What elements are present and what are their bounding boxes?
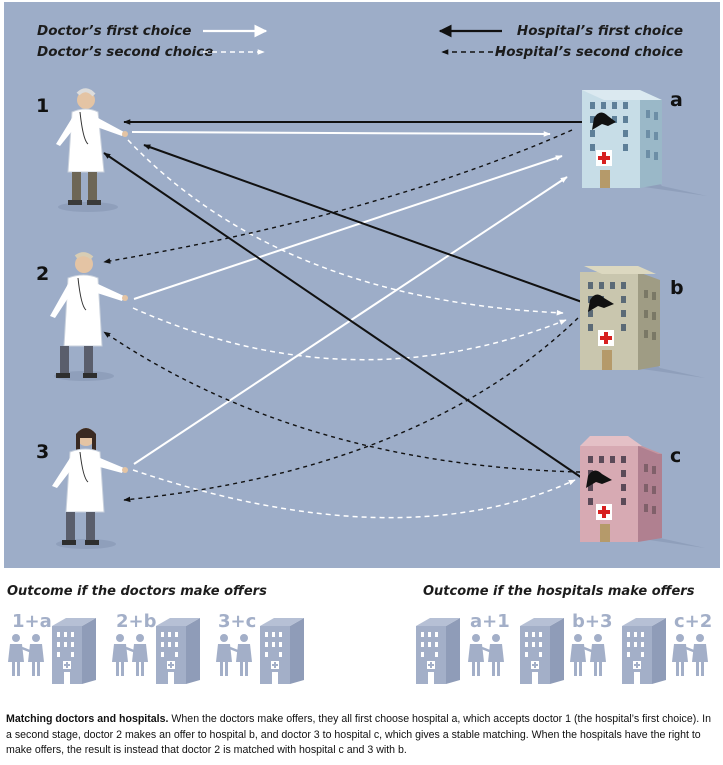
arrow-doctor2-first-choice (133, 155, 563, 300)
outcomes-panel: Outcome if the doctors make offers Outco… (6, 584, 712, 684)
doctor-figure (52, 428, 128, 549)
hospital-c-letter: c (670, 445, 681, 467)
doctor-3 (52, 428, 128, 549)
outcome-people-icon (6, 632, 46, 678)
figure-caption: Matching doctors and hospitals. When the… (6, 712, 718, 759)
arrow-doctor1-first-choice (131, 131, 551, 137)
outcome-group-doctors-1: 1+a (6, 611, 96, 684)
outcome-hospital-icon (260, 618, 304, 684)
outcome-hospital-icon (416, 618, 460, 684)
outcome-people-icon (110, 632, 150, 678)
outcome-pair-label: c+2 (674, 611, 712, 632)
arrows (103, 119, 586, 519)
arrow-hospital-c-first-choice (103, 152, 586, 481)
arrow-hospital-a-second-choice (103, 129, 573, 264)
outcome-pair-label: 1+a (12, 611, 52, 632)
arrow-doctor2-second-choice (132, 307, 567, 361)
outcome-group-hospitals-1: a+1 (416, 611, 510, 684)
doctor-2-number: 2 (36, 263, 49, 285)
outcome-hospital-icon (156, 618, 200, 684)
legend-hospital-first-label: Hospital’s first choice (517, 23, 683, 39)
outcome-group-hospitals-3: c+2 (622, 611, 712, 684)
arrow-hospital-c-second-choice (103, 331, 581, 473)
outcome-pair-label: a+1 (470, 611, 510, 632)
outcome-hospital-icon (622, 618, 666, 684)
doctor-figure (50, 252, 128, 381)
hospitals-offer-outcome-title: Outcome if the hospitals make offers (423, 584, 695, 599)
legend-hospital-second-label: Hospital’s second choice (495, 44, 683, 60)
hospital-a (582, 90, 707, 196)
hospital-c (580, 436, 705, 548)
outcome-hospital-icon (520, 618, 564, 684)
doctor-figure (56, 88, 128, 212)
outcome-pair-label: 2+b (116, 611, 157, 632)
outcome-group-doctors-3: 3+c (214, 611, 304, 684)
legend-doctor-first-label: Doctor’s first choice (37, 23, 191, 39)
outcome-hospital-icon (52, 618, 96, 684)
legend-doctor-second-label: Doctor’s second choice (37, 44, 213, 60)
outcome-people-icon (214, 632, 254, 678)
hospital-b-letter: b (670, 277, 684, 299)
arrow-doctor3-second-choice (132, 469, 576, 519)
hospital-b (580, 266, 705, 378)
outcome-group-doctors-2: 2+b (110, 611, 200, 684)
doctor-1 (56, 88, 128, 212)
hospital-building (580, 266, 705, 378)
outcome-people-icon (568, 632, 608, 678)
arrow-hospital-b-second-choice (123, 317, 579, 503)
caption-title: Matching doctors and hospitals. (6, 713, 169, 725)
doctor-2 (50, 252, 128, 381)
legend: Doctor’s first choice Doctor’s second ch… (37, 23, 683, 60)
caption-body: When the doctors make offers, they all f… (6, 713, 711, 757)
outcome-pair-label: b+3 (572, 611, 613, 632)
outcome-group-hospitals-2: b+3 (520, 611, 613, 684)
arrow-hospital-b-first-choice (143, 144, 583, 303)
doctors-offer-outcome-title: Outcome if the doctors make offers (7, 584, 267, 599)
hospital-a-letter: a (670, 89, 683, 111)
outcome-people-icon (670, 632, 710, 678)
hospital-building (582, 90, 707, 196)
hospital-building (580, 436, 705, 548)
matching-diagram: Doctor’s first choice Doctor’s second ch… (4, 2, 720, 568)
doctor-3-number: 3 (36, 441, 49, 463)
outcome-people-icon (466, 632, 506, 678)
outcome-pair-label: 3+c (218, 611, 256, 632)
doctor-1-number: 1 (36, 95, 49, 117)
